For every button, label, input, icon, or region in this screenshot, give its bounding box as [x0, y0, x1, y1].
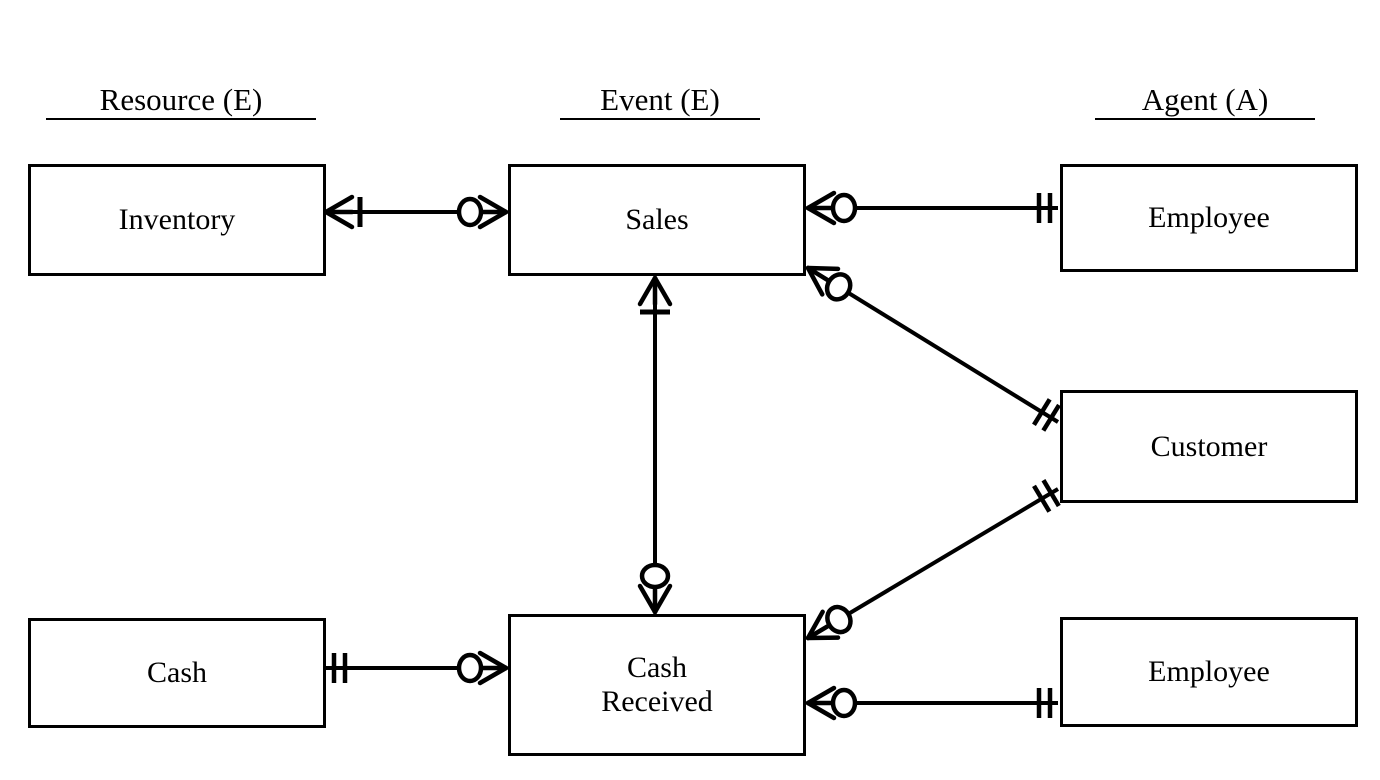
relationship-sales-employee-from-zero-ring [830, 192, 858, 224]
entity-cash-label: Cash [147, 656, 207, 690]
relationship-cash-cash-received-to-crowsfoot-prong [477, 650, 509, 671]
relationship-sales-customer-to-one-bar-a [1041, 403, 1061, 432]
relationship-sales-cash-received-to-zero-ring [639, 562, 671, 590]
entity-sales-label: Sales [625, 203, 689, 237]
relationship-sales-customer-to-one-bar-b [1032, 398, 1052, 426]
entity-cash[interactable]: Cash [28, 618, 326, 728]
relationship-inventory-sales-from-crowsfoot-prong [323, 209, 355, 230]
column-header-event: Event (E) [560, 84, 760, 120]
relationship-sales-cash-received-to-crowsfoot-prong [637, 583, 658, 615]
relationship-cash-received-employee-from-crowsfoot-prong [805, 700, 837, 721]
column-header-agent-label: Agent (A) [1141, 82, 1269, 117]
relationship-sales-cash-received-from-crowsfoot-prong [637, 275, 658, 307]
relationship-sales-customer-from-crowsfoot-prong [805, 265, 841, 272]
relationship-cash-received-customer-to-one-bar-b [1032, 484, 1052, 513]
entity-employee-top-label: Employee [1148, 201, 1270, 235]
relationship-cash-cash-received-to-zero-ring [456, 652, 484, 684]
relationship-sales-customer-from-crowsfoot-prong [805, 265, 825, 297]
relationship-sales-cash-received-to-crowsfoot-prong [652, 583, 673, 615]
column-header-resource: Resource (E) [46, 84, 316, 120]
entity-inventory[interactable]: Inventory [28, 164, 326, 276]
entity-cash-received[interactable]: Cash Received [508, 614, 806, 756]
relationship-cash-received-employee-from-crowsfoot-prong [805, 685, 837, 706]
column-header-resource-label: Resource (E) [99, 82, 263, 117]
entity-customer[interactable]: Customer [1060, 390, 1358, 503]
relationship-sales-customer-from-crowsfoot-prong [805, 265, 833, 284]
entity-employee-bottom[interactable]: Employee [1060, 617, 1358, 727]
entity-employee-top[interactable]: Employee [1060, 164, 1358, 272]
entity-inventory-label: Inventory [118, 203, 236, 237]
column-header-agent: Agent (A) [1095, 84, 1315, 120]
relationship-cash-received-customer-from-crowsfoot-prong [805, 609, 825, 641]
relationship-sales-customer-from-zero-ring [824, 272, 853, 302]
relationship-sales-employee-from-crowsfoot-prong [805, 205, 837, 226]
relationship-inventory-sales-to-crowsfoot-prong [477, 194, 509, 215]
relationship-cash-received-customer-from-crowsfoot-prong [805, 622, 833, 641]
relationship-inventory-sales-to-zero-ring [456, 196, 484, 228]
relationship-cash-received-employee-from-zero-ring [830, 687, 858, 719]
relationship-sales-cash-received-from-crowsfoot-prong [652, 275, 673, 307]
relationship-cash-cash-received-to-crowsfoot-prong [477, 665, 509, 686]
column-header-event-label: Event (E) [600, 82, 720, 117]
relationship-cash-received-customer-to-one-bar-a [1041, 479, 1061, 508]
entity-customer-label: Customer [1150, 429, 1268, 463]
relationship-cash-received-customer-from-zero-ring [825, 604, 853, 635]
relationship-sales-employee-from-crowsfoot-prong [805, 190, 837, 211]
entity-sales[interactable]: Sales [508, 164, 806, 276]
entity-employee-bottom-label: Employee [1148, 655, 1270, 689]
entity-cash-received-label: Cash Received [601, 651, 713, 718]
relationship-inventory-sales-from-crowsfoot-prong [323, 194, 355, 215]
relationship-inventory-sales-to-crowsfoot-prong [477, 209, 509, 230]
